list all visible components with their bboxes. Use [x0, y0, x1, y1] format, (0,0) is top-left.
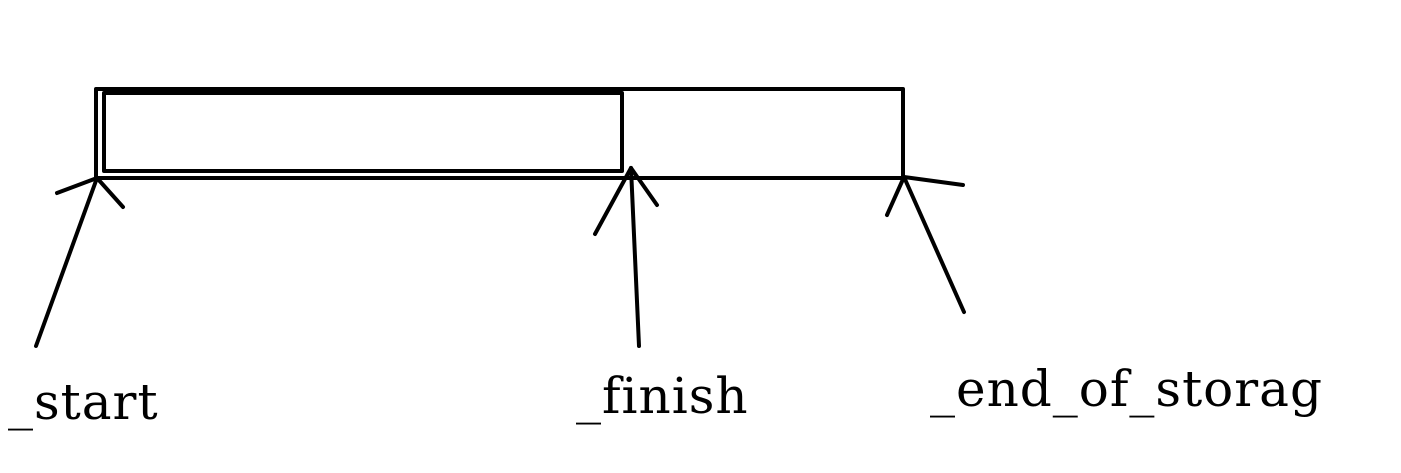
- end-of-storage-arrow: [885, 175, 966, 314]
- end-arrow-head-left: [885, 175, 906, 217]
- start-arrow-head-left: [55, 176, 99, 195]
- used-region-box: [102, 91, 624, 173]
- end-of-storage-label: _end_of_storag: [930, 360, 1323, 418]
- start-arrow-shaft: [34, 176, 99, 348]
- finish-arrow-head-left: [593, 166, 633, 236]
- finish-arrow-shaft: [629, 166, 641, 348]
- finish-label: _finish: [576, 367, 749, 425]
- finish-arrow: [593, 166, 659, 348]
- start-label: _start: [8, 373, 159, 431]
- finish-arrow-head-right: [629, 166, 659, 207]
- storage-box: [94, 87, 905, 180]
- end-arrow-shaft: [902, 175, 966, 314]
- start-arrow: [34, 176, 125, 348]
- end-arrow-head-right: [902, 175, 965, 187]
- start-arrow-head-right: [95, 176, 125, 209]
